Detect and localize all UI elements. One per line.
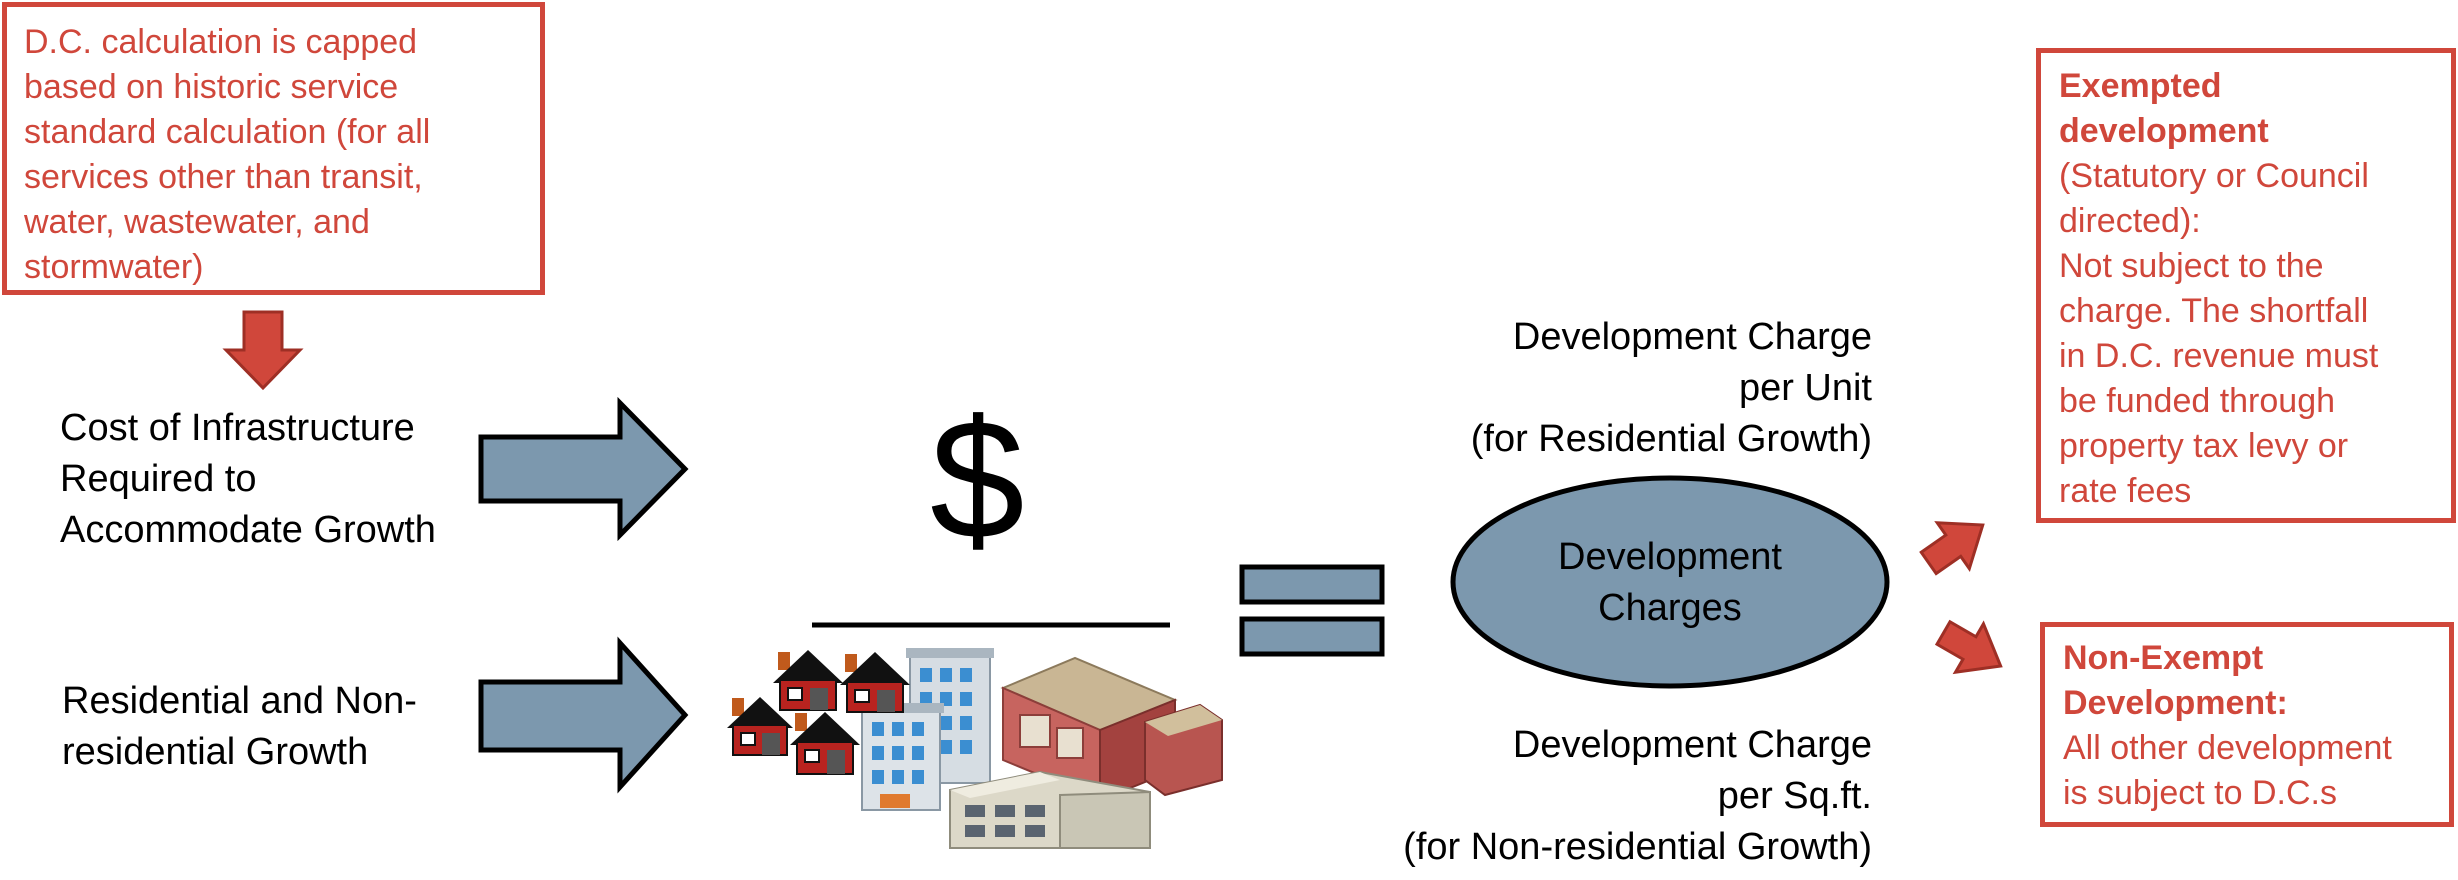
cost-label: Cost of Infrastructure Required to Accom… <box>60 403 436 556</box>
nonexempt-body-line: All other development <box>2063 729 2392 767</box>
cap-note-line: D.C. calculation is capped <box>24 23 418 61</box>
cap-note-box: D.C. calculation is capped based on hist… <box>2 2 545 295</box>
exempt-arrow <box>1919 521 1985 576</box>
growth-label: Residential and Non- residential Growth <box>62 676 417 778</box>
residential-charge-line: Development Charge <box>1512 316 1872 358</box>
cap-note-line: services other than transit, <box>24 158 423 196</box>
exempted-body-line: in D.C. revenue must <box>2059 337 2379 375</box>
cost-label-line: Accommodate Growth <box>60 509 436 551</box>
exempted-body-line: charge. The shortfall <box>2059 292 2369 330</box>
cap-note-line: standard calculation (for all <box>24 113 431 151</box>
exempted-development-box: Exempted development (Statutory or Counc… <box>2036 48 2456 523</box>
exempted-title-line: development <box>2059 112 2269 150</box>
nonresidential-charge-label: Development Charge per Sq.ft. (for Non-r… <box>1403 720 1872 873</box>
nonexempt-text: Non-Exempt Development: All other develo… <box>2063 636 2392 816</box>
exempted-body-line: directed): <box>2059 202 2201 240</box>
exempted-text: Exempted development (Statutory or Counc… <box>2059 64 2378 514</box>
dollar-sign: $ <box>930 385 1025 575</box>
down-arrow <box>222 310 304 391</box>
house-icon <box>840 652 910 713</box>
residential-charge-label: Development Charge per Unit (for Residen… <box>1471 312 1872 465</box>
cost-arrow <box>478 396 689 542</box>
cost-label-line: Required to <box>60 458 257 500</box>
exempted-body-line: property tax levy or <box>2059 427 2349 465</box>
nonresidential-charge-line: Development Charge <box>1512 724 1872 766</box>
house-icon <box>790 712 860 775</box>
exempted-title-line: Exempted <box>2059 67 2222 105</box>
exempted-body-line: (Statutory or Council <box>2059 157 2369 195</box>
equals-bar-bottom <box>1239 616 1385 657</box>
development-charges-label: Development Charges <box>1453 532 1887 634</box>
nonexempt-body-line: is subject to D.C.s <box>2063 774 2337 812</box>
growth-label-line: Residential and Non- <box>62 680 417 722</box>
residential-charge-line: per Unit <box>1738 367 1872 409</box>
buildings-illustration <box>727 648 1223 849</box>
cost-label-line: Cost of Infrastructure <box>60 407 415 449</box>
ellipse-label-line: Development <box>1558 536 1782 578</box>
growth-label-line: residential Growth <box>62 731 369 773</box>
exempted-body-line: be funded through <box>2059 382 2336 420</box>
exempted-body-line: Not subject to the <box>2059 247 2324 285</box>
cap-note-line: stormwater) <box>24 248 204 286</box>
nonresidential-charge-line: (for Non-residential Growth) <box>1403 826 1872 868</box>
warehouse-icon <box>1000 656 1223 802</box>
house-icon <box>773 650 843 711</box>
cap-note-line: water, wastewater, and <box>24 203 370 241</box>
growth-arrow <box>478 636 689 794</box>
exempted-body-line: rate fees <box>2059 472 2192 510</box>
house-icon <box>727 697 793 756</box>
nonexempt-development-box: Non-Exempt Development: All other develo… <box>2040 622 2454 827</box>
industrial-building-icon <box>949 770 1151 849</box>
development-charges-ellipse <box>1450 475 1890 689</box>
cap-note-line: based on historic service <box>24 68 399 106</box>
equals-bar-top <box>1239 564 1385 605</box>
ellipse-label-line: Charges <box>1598 587 1742 629</box>
nonexempt-title-line: Development: <box>2063 684 2288 722</box>
nonresidential-charge-line: per Sq.ft. <box>1717 775 1872 817</box>
office-tower-front-icon <box>858 703 944 811</box>
residential-charge-line: (for Residential Growth) <box>1470 418 1872 460</box>
nonexempt-arrow <box>1934 619 2003 675</box>
cap-note-text: D.C. calculation is capped based on hist… <box>24 20 430 290</box>
nonexempt-title-line: Non-Exempt <box>2063 639 2264 677</box>
